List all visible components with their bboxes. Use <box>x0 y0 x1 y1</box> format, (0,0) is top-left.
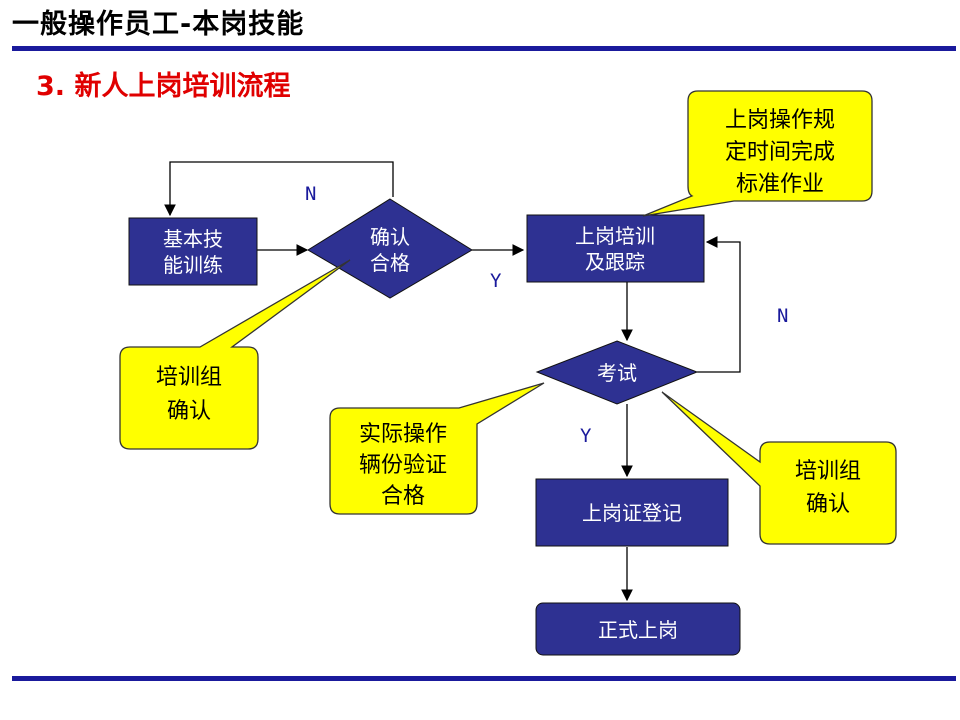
callout-onjob-standard-line2: 定时间完成 <box>725 140 835 165</box>
node-confirm-pass-line2: 合格 <box>370 251 410 275</box>
header-title: 一般操作员工-本岗技能 <box>12 9 305 40</box>
callout-onjob-standard-line1: 上岗操作规 <box>725 108 835 133</box>
callout-group-confirm-left-line1: 培训组 <box>156 365 222 390</box>
callout-group-confirm-right-line1: 培训组 <box>795 459 861 484</box>
edge-exam-no-loop <box>697 236 741 373</box>
callout-onjob-standard <box>642 90 873 217</box>
callout-actual-operation-line2: 辆份验证 <box>359 453 447 478</box>
footer-rule <box>12 676 956 681</box>
callout-actual-operation-line1: 实际操作 <box>359 422 447 447</box>
section-subtitle: 3. 新人上岗培训流程 <box>36 71 291 102</box>
node-confirm-pass <box>307 198 473 299</box>
callout-actual-operation-line3: 合格 <box>381 484 425 509</box>
node-certificate-register-label: 上岗证登记 <box>582 501 682 525</box>
node-exam-label: 考试 <box>597 361 637 385</box>
node-exam <box>535 340 699 405</box>
node-confirm-pass-line1: 确认 <box>370 225 410 249</box>
node-onjob-training-line2: 及跟踪 <box>585 250 645 274</box>
callout-actual-operation <box>329 382 545 515</box>
node-onjob-training <box>526 214 705 283</box>
node-certificate-register <box>535 478 729 547</box>
node-formal-onboard <box>535 602 741 656</box>
edge-label-exam-no: N <box>777 305 788 327</box>
callout-group-confirm-right-line2: 确认 <box>806 492 850 517</box>
edge-label-confirm-yes: Y <box>490 270 502 292</box>
callout-onjob-standard-line3: 标准作业 <box>736 172 824 197</box>
edge-label-confirm-no: N <box>305 183 316 205</box>
callout-group-confirm-left-line2: 确认 <box>167 399 211 424</box>
node-formal-onboard-label: 正式上岗 <box>598 618 678 642</box>
callout-group-confirm-right <box>661 391 897 545</box>
callout-group-confirm-left <box>119 259 351 450</box>
header-rule <box>12 46 956 51</box>
node-onjob-training-line1: 上岗培训 <box>575 224 655 248</box>
node-basic-training-line2: 能训练 <box>163 253 223 277</box>
node-basic-training-line1: 基本技 <box>163 227 223 251</box>
node-basic-training <box>128 217 258 286</box>
edge-label-exam-yes: Y <box>580 425 592 447</box>
edge-confirm-no-loop <box>164 161 394 217</box>
